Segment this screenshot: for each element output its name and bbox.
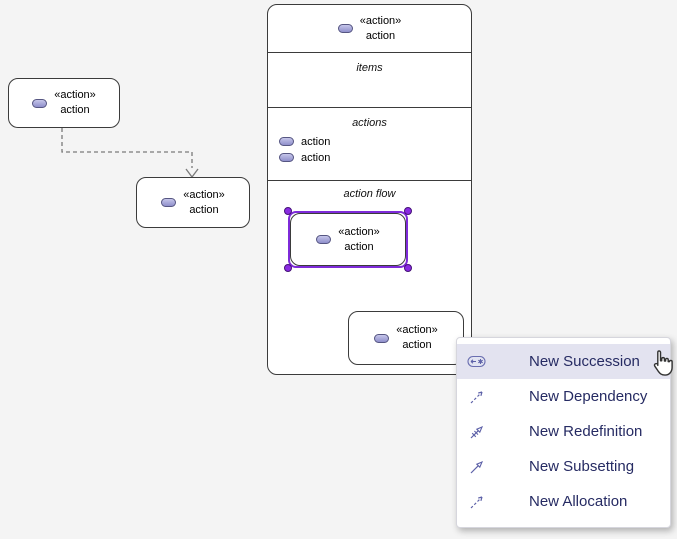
action-list-item[interactable]: action (268, 134, 471, 149)
container-header-label: «action» action (359, 14, 402, 42)
action-flow-compartment[interactable]: action flow (268, 180, 471, 374)
selection-outline (288, 211, 408, 268)
action-flow-compartment-label: action flow (343, 188, 396, 200)
action-list-item-label: action (301, 151, 331, 164)
dependency-icon (466, 388, 488, 406)
flow-target-action-node[interactable]: «action» action (348, 311, 464, 365)
action-node-a[interactable]: «action» action (8, 78, 120, 128)
redefinition-icon (466, 423, 488, 441)
hand-cursor-icon (650, 349, 676, 384)
menu-item-label: New Succession (529, 353, 640, 370)
action-node-a-label: «action» action (54, 89, 96, 116)
menu-item-new-succession[interactable]: New Succession (457, 344, 670, 379)
actions-compartment-label: actions (352, 117, 387, 129)
items-compartment-label: items (356, 62, 383, 74)
resize-handle-top-left[interactable] (284, 207, 292, 215)
action-icon (316, 235, 332, 244)
menu-item-new-dependency[interactable]: New Dependency (457, 379, 670, 414)
action-list-item[interactable]: action (268, 150, 471, 165)
menu-item-new-allocation[interactable]: New Allocation (457, 484, 670, 519)
action-icon (374, 333, 390, 343)
succession-icon (466, 355, 488, 368)
menu-item-label: New Subsetting (529, 458, 635, 475)
items-compartment[interactable]: items (268, 52, 471, 107)
resize-handle-bottom-left[interactable] (284, 264, 292, 272)
action-node-b-label: «action» action (183, 188, 225, 216)
allocation-icon (466, 493, 488, 511)
menu-item-new-subsetting[interactable]: New Subsetting (457, 449, 670, 484)
context-menu: New Succession New Dependency New Rede (456, 337, 671, 528)
action-icon (337, 24, 353, 33)
action-node-b[interactable]: «action» action (136, 177, 250, 228)
flow-target-action-node-label: «action» action (396, 324, 438, 351)
menu-item-label: New Redefinition (529, 423, 643, 440)
action-icon (279, 137, 294, 146)
menu-item-label: New Allocation (529, 493, 628, 510)
container-header[interactable]: «action» action (268, 5, 471, 52)
subsetting-icon (466, 458, 488, 476)
selected-action-node-label: «action» action (338, 225, 380, 253)
selected-action-node[interactable]: «action» action (290, 213, 406, 266)
action-icon (32, 98, 48, 108)
actions-compartment[interactable]: actions action action (268, 107, 471, 180)
dependency-connector[interactable] (61, 128, 199, 179)
menu-item-label: New Dependency (529, 388, 648, 405)
resize-handle-bottom-right[interactable] (404, 264, 412, 272)
action-list-item-label: action (301, 135, 331, 148)
action-icon (161, 198, 177, 207)
action-icon (279, 153, 294, 162)
resize-handle-top-right[interactable] (404, 207, 412, 215)
menu-item-new-redefinition[interactable]: New Redefinition (457, 414, 670, 449)
